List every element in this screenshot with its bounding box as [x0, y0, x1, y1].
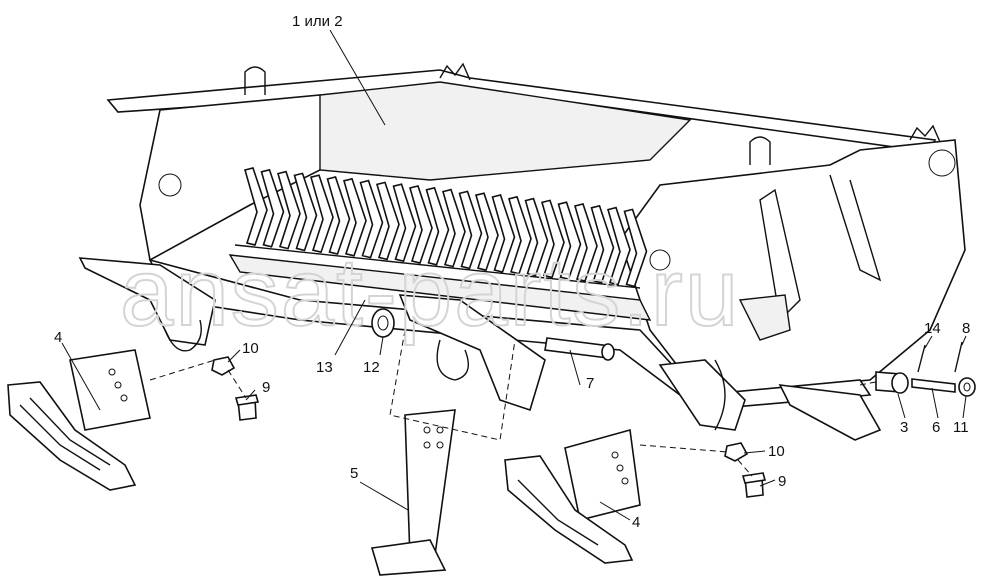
callout-labels: 1 или 2 4 10 9 13 12 7 5 10 9 4 14 8 3 6…	[54, 13, 970, 531]
leader-lines	[61, 29, 967, 521]
comb-tine	[574, 203, 598, 282]
right-shank	[658, 359, 882, 441]
comb-tine	[293, 172, 318, 252]
callout-4-left: 4	[54, 329, 62, 346]
callout-1-or-2: 1 или 2	[292, 13, 343, 30]
callout-13: 13	[316, 359, 333, 376]
comb-tine	[277, 170, 301, 250]
callout-14: 14	[924, 320, 941, 337]
comb-tine	[244, 167, 268, 246]
assembly-guides	[149, 359, 877, 477]
comb-tine	[524, 197, 549, 277]
callout-9-right: 9	[778, 473, 786, 490]
comb-tine	[458, 190, 483, 270]
left-shank	[78, 257, 216, 352]
comb-tine	[442, 188, 466, 268]
callout-4-right: 4	[632, 514, 640, 531]
callout-3: 3	[900, 419, 908, 436]
callout-8: 8	[962, 320, 970, 337]
comb-tine	[541, 199, 565, 279]
watermark-text: ansat-parts.ru	[120, 239, 740, 346]
comb-tine	[557, 201, 582, 281]
comb-tine	[409, 185, 433, 264]
comb-tine	[508, 195, 532, 275]
comb-tine	[310, 174, 334, 254]
callout-5: 5	[350, 465, 358, 482]
callout-12: 12	[363, 359, 380, 376]
callout-7: 7	[586, 375, 594, 392]
right-ripper-leg	[504, 428, 641, 564]
comb-tine	[359, 179, 384, 259]
callout-6: 6	[932, 419, 940, 436]
comb-tine	[491, 194, 516, 273]
comb-tine	[607, 206, 631, 286]
comb-tine	[343, 177, 367, 257]
comb-tine	[623, 208, 648, 288]
callout-11: 11	[953, 419, 969, 436]
callout-10-left: 10	[242, 340, 259, 357]
left-ripper-leg	[7, 349, 151, 491]
comb-tine	[425, 186, 450, 266]
assembly-outline	[389, 329, 516, 441]
center-leg	[370, 409, 456, 576]
comb-tine	[326, 176, 351, 255]
tine-comb-bars	[228, 244, 652, 321]
callout-9-left: 9	[262, 379, 270, 396]
comb-tine	[475, 192, 499, 272]
comb-tine	[376, 181, 400, 261]
comb-tine	[260, 168, 285, 248]
tine-comb	[244, 167, 648, 288]
center-shank	[398, 294, 546, 412]
comb-tine	[392, 183, 417, 263]
callout-10-right: 10	[768, 443, 785, 460]
comb-tine	[590, 204, 615, 284]
